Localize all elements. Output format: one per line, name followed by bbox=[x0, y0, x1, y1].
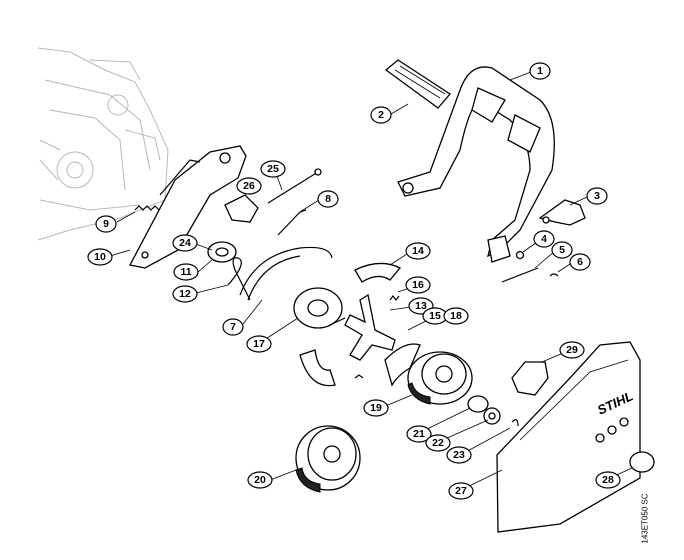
callout-29: 29 bbox=[559, 341, 585, 359]
torsion-spring bbox=[227, 257, 251, 301]
cover-nut bbox=[629, 451, 655, 473]
callout-6: 6 bbox=[569, 253, 591, 271]
svg-text:21: 21 bbox=[413, 428, 425, 440]
lever bbox=[277, 209, 307, 236]
callout-25: 25 bbox=[260, 160, 286, 178]
svg-text:13: 13 bbox=[415, 300, 427, 312]
svg-text:24: 24 bbox=[179, 237, 191, 249]
svg-text:29: 29 bbox=[566, 344, 578, 356]
svg-text:4: 4 bbox=[541, 233, 547, 245]
callout-23: 23 bbox=[446, 446, 472, 464]
callout-11: 11 bbox=[173, 263, 199, 281]
svg-text:10: 10 bbox=[94, 251, 106, 263]
hand-guard bbox=[397, 66, 555, 263]
svg-text:11: 11 bbox=[180, 266, 191, 278]
svg-text:14: 14 bbox=[412, 245, 424, 257]
svg-text:15: 15 bbox=[429, 310, 441, 322]
brake-plate bbox=[129, 145, 247, 269]
callout-21: 21 bbox=[406, 425, 432, 443]
svg-text:12: 12 bbox=[179, 288, 191, 300]
engine-housing bbox=[37, 47, 169, 241]
clutch-drum bbox=[407, 351, 473, 405]
svg-text:2: 2 bbox=[378, 109, 384, 121]
callout-19: 19 bbox=[363, 399, 389, 417]
callout-9: 9 bbox=[95, 215, 117, 233]
callout-22: 22 bbox=[425, 434, 451, 452]
callout-3: 3 bbox=[586, 187, 608, 205]
svg-text:28: 28 bbox=[602, 474, 614, 486]
spring bbox=[134, 205, 160, 211]
bushing bbox=[207, 241, 237, 263]
chain-catcher bbox=[511, 361, 549, 396]
svg-text:26: 26 bbox=[243, 180, 255, 192]
drawing-code: 143ET050 SC bbox=[640, 493, 650, 544]
svg-text:6: 6 bbox=[577, 256, 583, 268]
callout-17: 17 bbox=[246, 335, 272, 353]
svg-text:7: 7 bbox=[230, 321, 236, 333]
callout-16: 16 bbox=[405, 276, 431, 294]
svg-text:19: 19 bbox=[370, 402, 382, 414]
callout-8: 8 bbox=[317, 190, 339, 208]
bearing-washers bbox=[467, 395, 519, 427]
svg-text:1: 1 bbox=[537, 65, 543, 77]
svg-text:25: 25 bbox=[267, 163, 279, 175]
callout-20: 20 bbox=[247, 471, 273, 489]
rim-sprocket bbox=[295, 425, 361, 493]
pin bbox=[501, 267, 539, 283]
callout-10: 10 bbox=[87, 248, 113, 266]
svg-text:22: 22 bbox=[432, 437, 444, 449]
svg-text:8: 8 bbox=[325, 193, 331, 205]
svg-text:20: 20 bbox=[254, 474, 266, 486]
rod bbox=[267, 171, 319, 204]
callout-28: 28 bbox=[595, 471, 621, 489]
brake-lever bbox=[538, 199, 586, 226]
svg-text:23: 23 bbox=[453, 449, 465, 461]
brake-band bbox=[239, 246, 333, 301]
svg-text:27: 27 bbox=[455, 485, 467, 497]
bracket bbox=[224, 194, 259, 223]
svg-text:3: 3 bbox=[594, 190, 600, 202]
washer bbox=[515, 250, 525, 260]
clutch-assembly bbox=[299, 262, 421, 387]
callout-14: 14 bbox=[405, 242, 431, 260]
callout-18: 18 bbox=[443, 307, 469, 325]
svg-text:18: 18 bbox=[450, 310, 462, 322]
svg-text:17: 17 bbox=[253, 338, 265, 350]
callout-4: 4 bbox=[533, 230, 555, 248]
callout-5: 5 bbox=[551, 241, 573, 259]
cover-disc bbox=[293, 287, 343, 329]
svg-text:9: 9 bbox=[103, 218, 109, 230]
svg-text:5: 5 bbox=[559, 244, 565, 256]
callout-7: 7 bbox=[222, 318, 244, 336]
guard-pad bbox=[384, 59, 451, 109]
svg-text:16: 16 bbox=[412, 279, 424, 291]
callout-2: 2 bbox=[370, 106, 392, 124]
callout-12: 12 bbox=[172, 285, 198, 303]
callout-26: 26 bbox=[236, 177, 262, 195]
callout-27: 27 bbox=[448, 482, 474, 500]
clip bbox=[549, 273, 559, 277]
callout-1: 1 bbox=[529, 62, 551, 80]
callout-24: 24 bbox=[172, 234, 198, 252]
